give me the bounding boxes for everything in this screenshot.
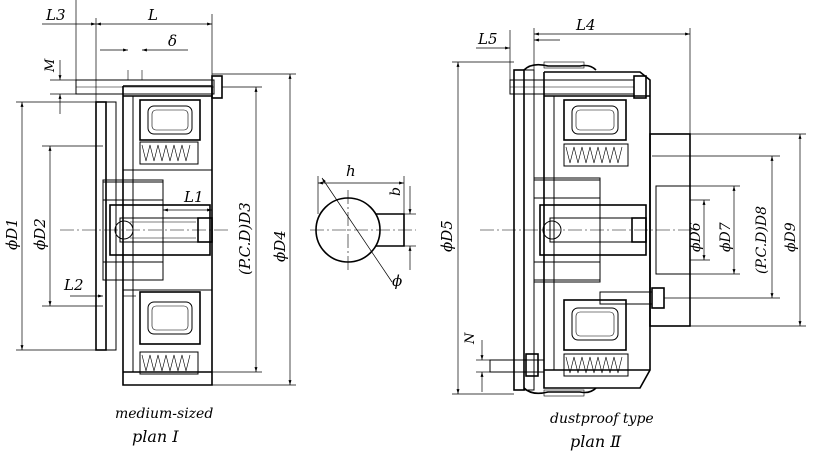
plan-two-lower-coil bbox=[563, 299, 627, 351]
plan-two-flange bbox=[599, 133, 691, 327]
label-l: L bbox=[147, 6, 158, 24]
label-d6: ϕD6 bbox=[688, 222, 704, 252]
plan-two-top-bolt bbox=[509, 75, 647, 99]
plan-two-dimensions bbox=[452, 28, 806, 395]
label-d9: ϕD9 bbox=[783, 222, 799, 252]
plan-one-dimensions bbox=[16, 0, 296, 386]
label-d7: ϕD7 bbox=[718, 222, 734, 252]
caption-plan-two-type: dustproof type bbox=[550, 411, 654, 427]
plan-two-lower-springs bbox=[563, 353, 629, 377]
plan-one-lower-springs bbox=[139, 351, 199, 375]
label-d5: ϕD5 bbox=[438, 220, 456, 252]
keyway-detail: h b ϕ bbox=[310, 162, 416, 290]
label-delta: δ bbox=[168, 32, 177, 50]
plan-two-upper-coil bbox=[563, 99, 627, 141]
plan-two-view: L5 L4 N ϕD5 ϕD6 ϕD7 (P.C.D)D8 ϕD9 dustpr… bbox=[438, 16, 806, 451]
plan-one-view: L3 L δ M L1 L2 ϕD1 ϕD2 (P.C.D)D3 ϕD4 med… bbox=[3, 0, 296, 446]
plan-one-top-bolt bbox=[75, 70, 223, 99]
caption-plan-two: plan Ⅱ bbox=[570, 432, 622, 451]
label-d8: (P.C.D)D8 bbox=[754, 206, 770, 274]
plan-one-hub bbox=[102, 179, 213, 281]
label-d4: ϕD4 bbox=[271, 230, 289, 262]
label-m: M bbox=[43, 58, 58, 73]
label-n: N bbox=[463, 332, 478, 345]
label-l3: L3 bbox=[45, 6, 66, 24]
plan-one-body bbox=[122, 85, 213, 386]
label-d2: ϕD2 bbox=[31, 218, 49, 250]
caption-plan-one-type: medium-sized bbox=[115, 406, 213, 422]
plan-one-lower-coil bbox=[139, 291, 201, 345]
label-d1: ϕD1 bbox=[3, 218, 21, 250]
plan-one-upper-coil bbox=[139, 99, 201, 141]
plan-two-lower-bolt bbox=[489, 353, 545, 377]
label-l5: L5 bbox=[477, 30, 498, 48]
label-keyway-b: b bbox=[388, 187, 404, 196]
label-l4: L4 bbox=[575, 16, 596, 34]
caption-plan-one: plan Ⅰ bbox=[132, 427, 179, 446]
label-d3: (P.C.D)D3 bbox=[236, 202, 254, 275]
plan-two-dust-cover bbox=[523, 61, 597, 397]
plan-one-armature-plate bbox=[95, 101, 117, 351]
plan-two-body bbox=[543, 71, 651, 389]
label-keyway-h: h bbox=[346, 162, 356, 180]
plan-two-hub bbox=[533, 177, 647, 283]
label-keyway-phi: ϕ bbox=[392, 272, 402, 290]
label-l2: L2 bbox=[63, 276, 84, 294]
plan-one-upper-springs bbox=[139, 141, 199, 165]
label-l1: L1 bbox=[183, 188, 204, 206]
plan-two-upper-springs bbox=[563, 143, 629, 167]
